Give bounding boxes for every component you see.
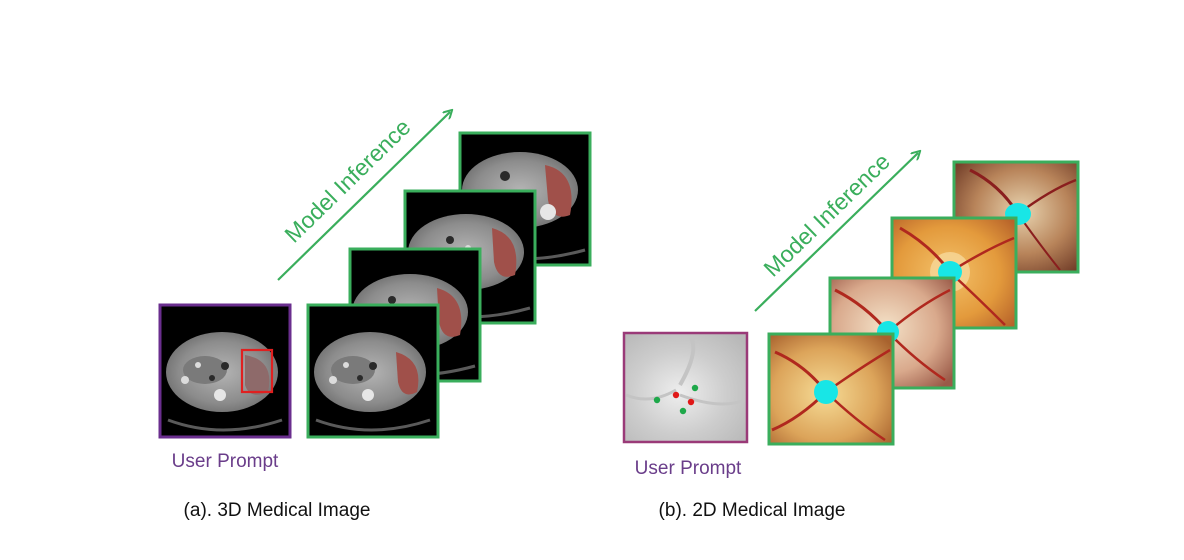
negative-point — [687, 398, 695, 406]
fundus-prompt-image — [622, 331, 749, 444]
inference-arrow-2d — [754, 153, 918, 312]
ct-result-slice-1 — [306, 303, 440, 439]
caption-3d: (a). 3D Medical Image — [184, 500, 371, 521]
user-prompt-label-3d: User Prompt — [172, 451, 279, 472]
user-prompt-label-2d: User Prompt — [635, 458, 742, 479]
inference-arrow-3d — [277, 112, 450, 281]
panel-3d: Model Inference User Prompt (a). 3D Medi… — [158, 112, 592, 521]
bounding-box-prompt — [240, 348, 274, 394]
caption-2d: (b). 2D Medical Image — [659, 500, 846, 521]
inference-label-3d: Model Inference — [279, 114, 415, 248]
panel-2d: Model Inference User Prompt (b). 2D Medi… — [622, 148, 1080, 521]
ct-prompt-image — [158, 303, 292, 439]
negative-point — [672, 391, 680, 399]
positive-point — [653, 396, 661, 404]
fundus-result-1 — [767, 332, 895, 446]
inference-label-2d: Model Inference — [758, 148, 895, 281]
positive-point — [691, 384, 699, 392]
positive-point — [679, 407, 687, 415]
